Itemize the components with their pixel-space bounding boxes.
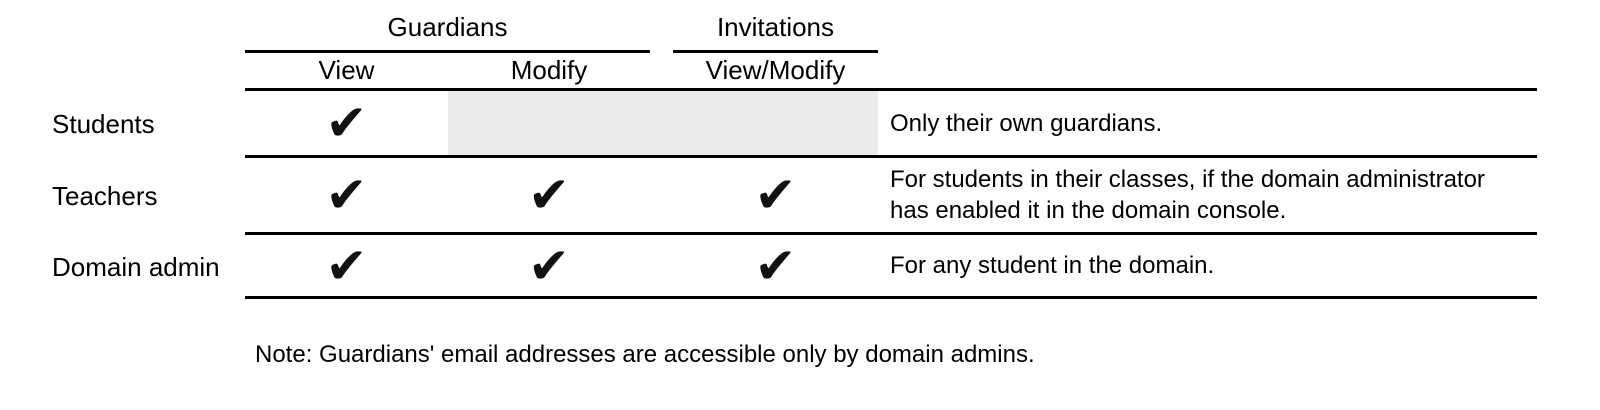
- students-gap-cell: [650, 91, 673, 158]
- domain-admin-note-text: For any student in the domain.: [890, 252, 1215, 279]
- domain-admin-note: For any student in the domain.: [878, 235, 1537, 299]
- teachers-invitations-check: ✔: [673, 158, 878, 235]
- students-guardians-view-check: ✔: [245, 91, 448, 158]
- row-label-teachers: Teachers: [0, 158, 245, 235]
- footnote: Note: Guardians' email addresses are acc…: [255, 341, 1035, 368]
- view-modify-header-label: View/Modify: [705, 55, 846, 85]
- spacer: [878, 0, 1537, 53]
- notes-header-cell: [878, 53, 1537, 91]
- teachers-guardians-view-check: ✔: [245, 158, 448, 235]
- students-guardians-modify-cell: [448, 91, 650, 158]
- students-note-text: Only their own guardians.: [890, 109, 1163, 137]
- domain-admin-label: Domain admin: [52, 251, 220, 282]
- column-header-gap: [650, 53, 673, 91]
- domain-admin-guardians-modify-check: ✔: [448, 235, 650, 299]
- invitations-group-label: Invitations: [716, 12, 835, 42]
- row-label-students: Students: [0, 91, 245, 158]
- column-group-gap: [650, 0, 673, 53]
- spacer: [0, 53, 245, 91]
- students-label: Students: [52, 109, 155, 139]
- teachers-note: For students in their classes, if the do…: [878, 158, 1537, 235]
- check-icon: ✔: [325, 94, 368, 152]
- students-note: Only their own guardians.: [878, 91, 1537, 158]
- view-header-label: View: [318, 55, 375, 85]
- column-header-view: View: [245, 53, 448, 91]
- teachers-note-text: For students in their classes, if the do…: [890, 166, 1485, 224]
- teachers-guardians-modify-check: ✔: [448, 158, 650, 235]
- students-invitations-cell: [673, 91, 878, 158]
- row-label-domain-admin: Domain admin: [0, 235, 245, 299]
- check-icon: ✔: [528, 236, 570, 295]
- spacer: [0, 0, 245, 53]
- column-header-modify: Modify: [448, 53, 650, 91]
- teachers-gap-cell: [650, 158, 673, 235]
- check-icon: ✔: [325, 236, 368, 295]
- check-icon: ✔: [325, 166, 368, 224]
- domain-admin-invitations-check: ✔: [673, 235, 878, 299]
- check-icon: ✔: [754, 236, 797, 295]
- check-icon: ✔: [528, 166, 570, 224]
- teachers-label: Teachers: [52, 181, 158, 211]
- column-group-guardians: Guardians: [245, 0, 650, 53]
- check-icon: ✔: [754, 166, 797, 224]
- column-group-invitations: Invitations: [673, 0, 878, 53]
- domain-admin-gap-cell: [650, 235, 673, 299]
- modify-header-label: Modify: [510, 55, 588, 85]
- permissions-table: Guardians Invitations View Modify View/M…: [0, 0, 1537, 299]
- guardians-group-label: Guardians: [387, 12, 508, 42]
- column-header-view-modify: View/Modify: [673, 53, 878, 91]
- domain-admin-guardians-view-check: ✔: [245, 235, 448, 299]
